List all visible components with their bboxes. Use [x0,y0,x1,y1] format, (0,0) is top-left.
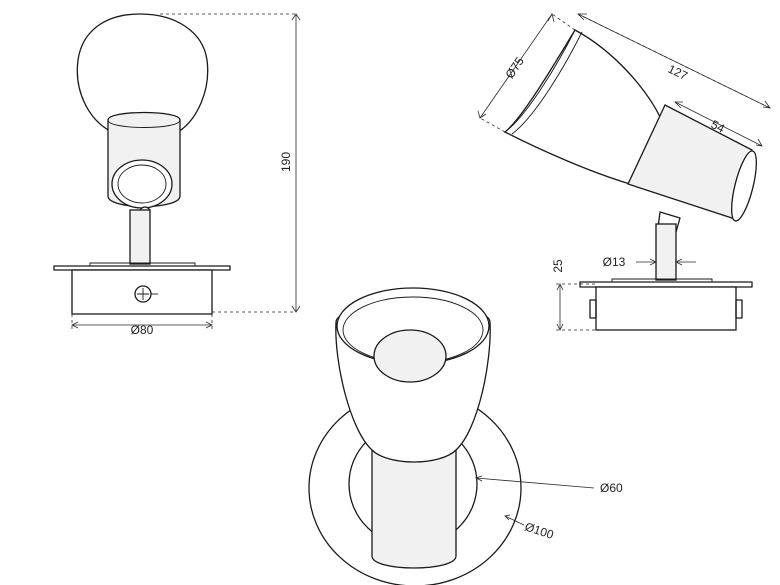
dim-overall-length: 127 [577,13,771,109]
overall-length-label: 127 [666,62,690,84]
side-stem [655,223,677,281]
base-height-label: 25 [551,259,565,273]
persp-socket [373,329,447,383]
front-stem [129,209,151,265]
dim-base-height: 25 [551,259,596,331]
front-view: 190 Ø80 [53,13,301,337]
height-label: 190 [279,152,293,172]
persp-stem [371,439,457,569]
screw-icon [134,285,158,303]
dim-stem-diameter: Ø13 [603,255,696,269]
front-cylinder-end [111,159,173,209]
dim-rosette-inner: Ø60 [474,475,623,495]
dim-body-length: 54 [674,101,763,147]
stem-diameter-label: Ø13 [603,255,626,269]
dim-base-diameter: Ø80 [71,314,213,337]
front-shade [76,13,209,133]
dim-height: 190 [160,13,301,313]
side-view: Ø75 127 54 Ø13 25 [477,12,771,331]
rosette-inner-label: Ø60 [600,481,623,495]
body-length-label: 54 [709,117,728,136]
shade-diameter-label: Ø75 [503,54,527,81]
base-diameter-label: Ø80 [131,323,154,337]
side-plate [579,281,753,288]
side-shade [503,29,666,185]
rosette-outer-label: Ø100 [523,520,556,542]
side-base [595,286,737,331]
perspective-view: Ø60 Ø100 [308,287,623,585]
